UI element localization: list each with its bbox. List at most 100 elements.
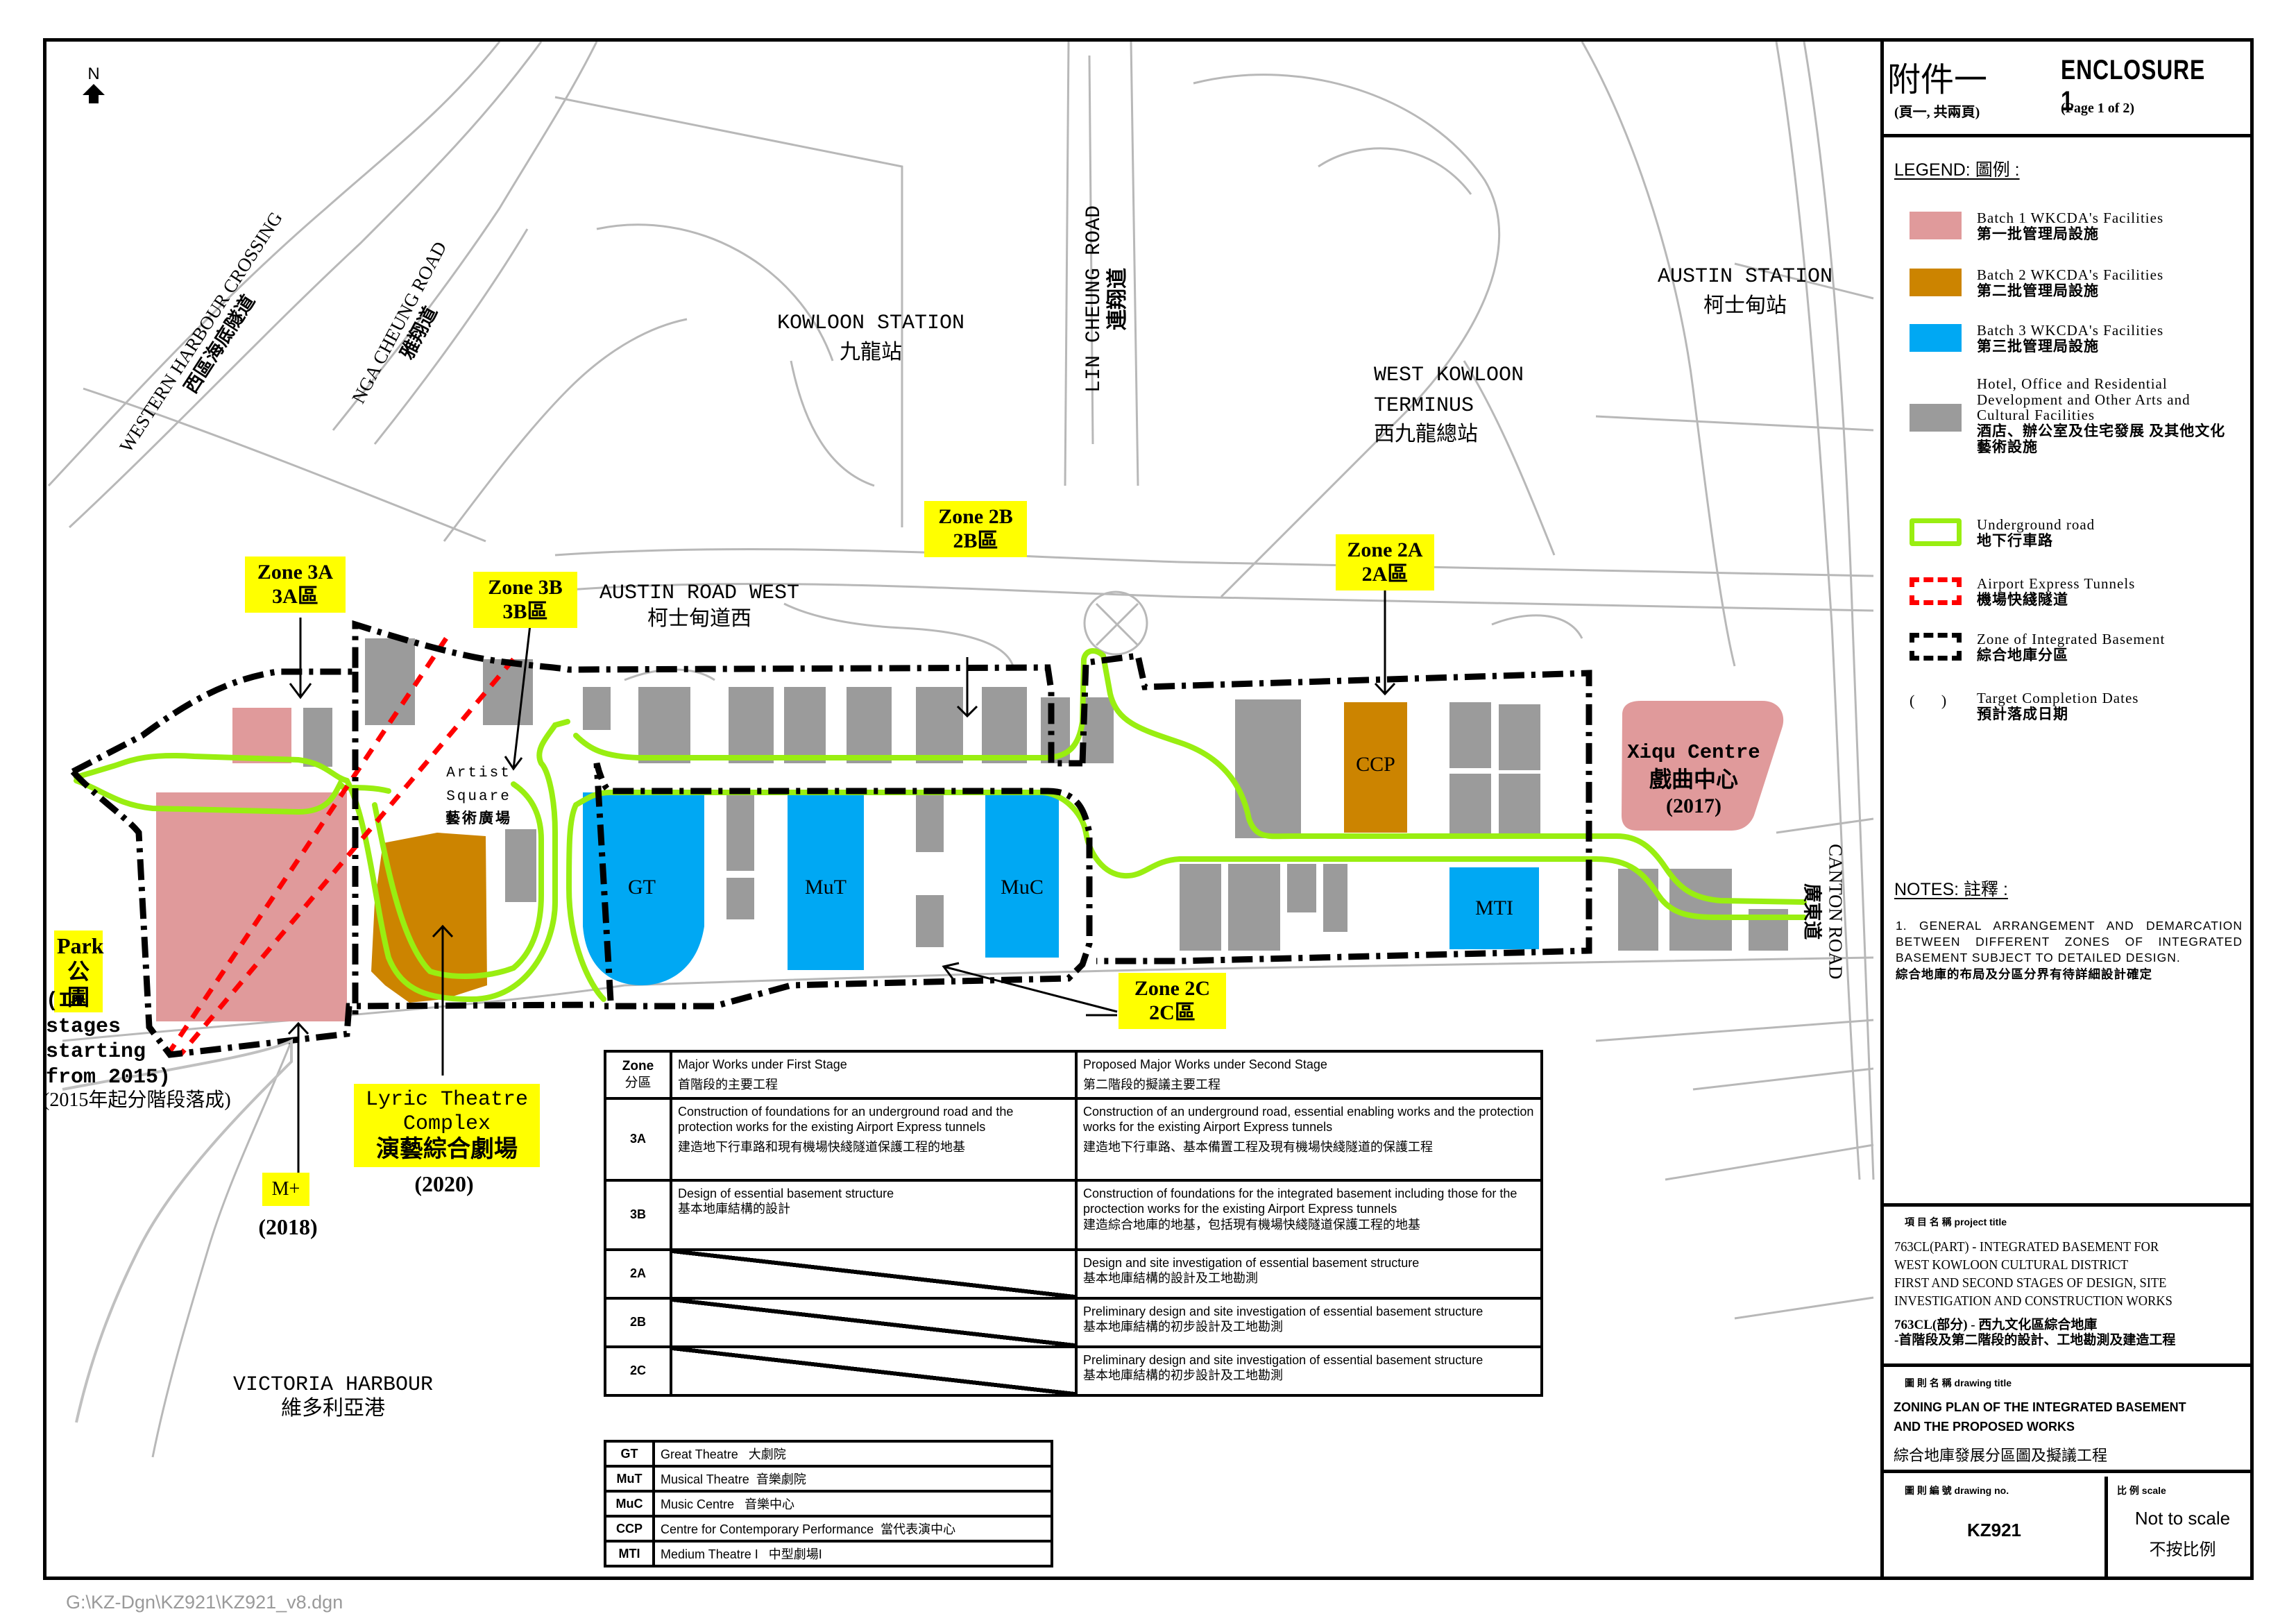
row-first-stage-not-applicable — [670, 1296, 1078, 1348]
underground-road — [74, 648, 1807, 1003]
abbr-cn: 大劇院 — [748, 1447, 786, 1461]
north-label: N — [87, 65, 100, 83]
note-1-en: 1. GENERAL ARRANGEMENT AND DEMARCATION B… — [1896, 919, 2243, 965]
header-first-en: Major Works under First Stage — [678, 1057, 847, 1071]
basement-zone-swatch — [1910, 633, 1962, 661]
wkt-en-2: TERMINUS — [1374, 393, 1474, 418]
title-panel: 附件一 ENCLOSURE 1 (頁一, 共兩頁) (Page 1 of 2) … — [1880, 38, 2254, 1580]
north-arrow: N — [82, 66, 105, 103]
header-second-cn: 第二階段的擬議主要工程 — [1083, 1077, 1221, 1091]
title-block-top-rule — [1884, 1203, 2254, 1207]
lyric-theatre-label: Lyric Theatre Complex 演藝綜合劇場 — [354, 1084, 540, 1168]
page-en: (Page 1 of 2) — [2061, 101, 2135, 116]
drawing-number: KZ921 — [1966, 1520, 2022, 1540]
project-title-section: 項 目 名 稱 project title 763CL(PART) - INTE… — [1884, 1207, 2254, 1367]
header-zone-cn: 分區 — [624, 1075, 652, 1090]
zone-2c-label: Zone 2C 2C區 — [1119, 973, 1226, 1029]
second-en: Construction of foundations for the inte… — [1083, 1186, 1517, 1216]
drawing-title-en-2: AND THE PROPOSED WORKS — [1894, 1419, 2075, 1434]
abbr-desc: Music Centre 音樂中心 — [652, 1490, 1053, 1518]
xiqu-centre-label: Xiqu Centre 戲曲中心 (2017) — [1621, 740, 1767, 819]
lyric-en-2: Complex — [402, 1112, 491, 1136]
project-title-en: 763CL(PART) - INTEGRATED BASEMENT FOR WE… — [1894, 1238, 2172, 1310]
legend-cn: 機場快綫隧道 — [1977, 590, 2068, 608]
abbr-key: GT — [604, 1440, 655, 1468]
project-title-en-1: 763CL(PART) - INTEGRATED BASEMENT FOR — [1894, 1239, 2159, 1255]
ccp-footprint — [1344, 702, 1407, 833]
header-first-cn: 首階段的主要工程 — [678, 1077, 778, 1091]
zone-2b-en: Zone 2B — [938, 505, 1013, 528]
legend-en: Airport Express Tunnels — [1977, 575, 2136, 592]
abbr-en: Medium Theatre I — [661, 1547, 758, 1561]
project-title-en-3: FIRST AND SECOND STAGES OF DESIGN, SITE — [1894, 1275, 2167, 1291]
header-zone-en: Zone — [622, 1059, 654, 1073]
batch1-small-block — [232, 708, 291, 763]
batch1-swatch — [1910, 212, 1962, 239]
gt-footprint — [583, 792, 704, 985]
park-cn: 公園 — [67, 958, 90, 1010]
header-second-en: Proposed Major Works under Second Stage — [1083, 1057, 1327, 1071]
drawing-title-label: 圖 則 名 稱 drawing title — [1905, 1377, 2012, 1388]
abbr-key: CCP — [604, 1515, 655, 1543]
legend-cn: 第一批管理局設施 — [1977, 225, 2099, 242]
first-en: Design of essential basement structure — [678, 1186, 894, 1200]
abbr-en: Musical Theatre — [661, 1472, 749, 1486]
project-title-en-2: WEST KOWLOON CULTURAL DISTRICT — [1894, 1257, 2129, 1273]
table-row: 3B Design of essential basement structur… — [604, 1178, 1543, 1251]
abbr-desc: Medium Theatre I 中型劇場I — [652, 1540, 1053, 1567]
second-cn: 建造綜合地庫的地基，包括現有機場快綫隧道保護工程的地基 — [1083, 1217, 1420, 1232]
enclosure-cn: 附件一 — [1887, 62, 1988, 99]
airport-express-tunnels — [168, 637, 516, 1057]
project-title-en-4: INVESTIGATION AND CONSTRUCTION WORKS — [1894, 1293, 2172, 1309]
mut-label: MuT — [805, 876, 847, 899]
zone-3b-label: Zone 3B 3B區 — [473, 572, 577, 628]
pointer-arrows — [287, 579, 1396, 1193]
canton-road-cn: 廣東道 — [1801, 883, 1823, 940]
mti-footprint — [1449, 867, 1539, 949]
background-streets — [47, 42, 1875, 1458]
proposed-works-table: Zone 分區 Major Works under First Stage 首階… — [604, 1050, 1543, 1397]
abbr-desc: Musical Theatre 音樂劇院 — [652, 1465, 1053, 1493]
second-cn: 建造地下行車路、基本備置工程及現有機場快綫隧道的保護工程 — [1083, 1139, 1433, 1154]
abbr-cn: 當代表演中心 — [881, 1522, 956, 1536]
zone-3a-en: Zone 3A — [257, 561, 334, 584]
legend-en: Hotel, Office and Residential Developmen… — [1977, 375, 2191, 424]
wkt-en-1: WEST KOWLOON — [1374, 364, 1524, 387]
legend-en: Zone of Integrated Basement — [1977, 631, 2166, 647]
abbr-en: Music Centre — [661, 1497, 735, 1511]
abbr-key: MuT — [604, 1465, 655, 1493]
row-second-stage: Preliminary design and site investigatio… — [1075, 1296, 1543, 1348]
abbr-cn: 音樂劇院 — [756, 1472, 806, 1486]
note-1-cn: 綜合地庫的布局及分區分界有待詳細設計確定 — [1896, 967, 2152, 982]
zone-2a-label: Zone 2A 2A區 — [1336, 534, 1434, 590]
note-1: 1. GENERAL ARRANGEMENT AND DEMARCATION B… — [1896, 918, 2243, 983]
first-en: Construction of foundations for an under… — [678, 1104, 1014, 1135]
drawing-title-cn: 綜合地庫發展分區圖及擬議工程 — [1894, 1447, 2108, 1464]
scale-cn: 不按比例 — [2149, 1541, 2216, 1559]
drawing-title-en-1: ZONING PLAN OF THE INTEGRATED BASEMENT — [1894, 1400, 2186, 1414]
park-label: Park 公園 — [54, 931, 104, 1013]
page-cn: (頁一, 共兩頁) — [1894, 105, 1980, 120]
row-zone: 2B — [604, 1296, 672, 1348]
row-first-stage-not-applicable — [670, 1345, 1078, 1397]
project-title-cn: 763CL(部分) - 西九文化區綜合地庫 -首階段及第二階段的設計、工地勘測及… — [1894, 1318, 2175, 1348]
legend-cn: 第三批管理局設施 — [1977, 337, 2099, 355]
mti-label: MTI — [1475, 897, 1513, 919]
zone-2a-en: Zone 2A — [1347, 538, 1423, 561]
wkt-cn: 西九龍總站 — [1374, 424, 1478, 448]
legend-en: Target Completion Dates — [1977, 690, 2139, 706]
north-arrow-icon — [83, 84, 105, 95]
zone-3b-en: Zone 3B — [488, 576, 563, 599]
artist-square-cn: 藝術廣場 — [445, 812, 512, 829]
harbour-seawall — [62, 1038, 293, 1423]
second-cn: 基本地庫結構的設計及工地勘測 — [1083, 1271, 1258, 1285]
first-cn: 基本地庫結構的設計 — [678, 1202, 790, 1216]
